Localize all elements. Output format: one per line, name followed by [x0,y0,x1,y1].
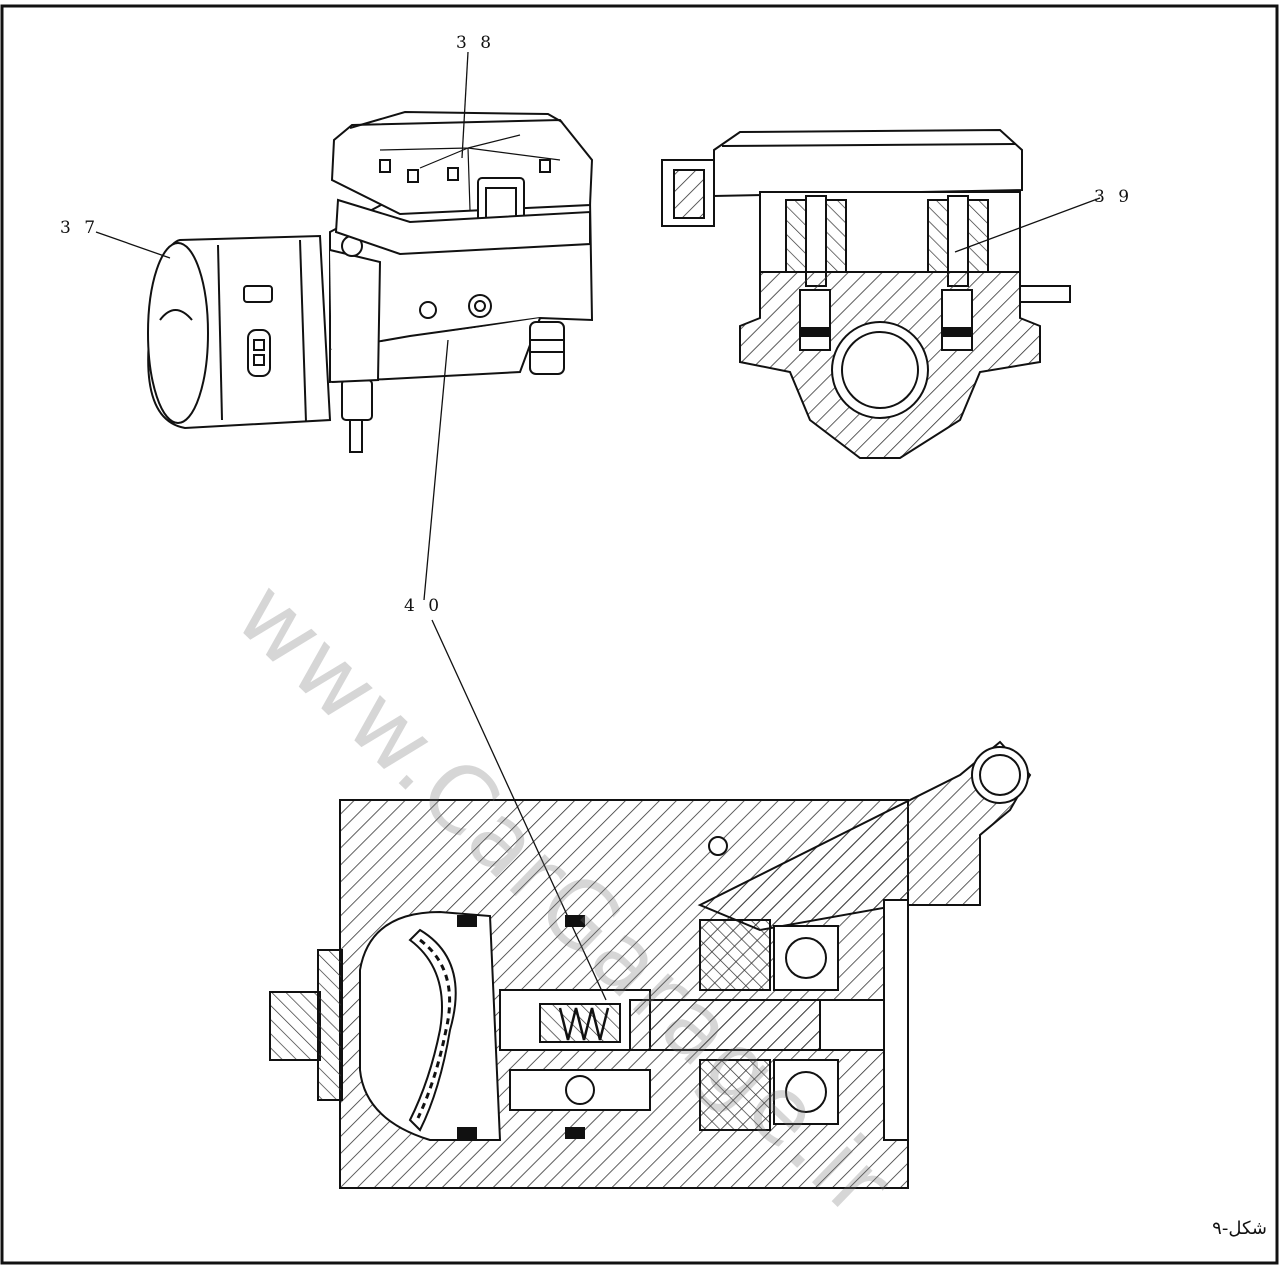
spring [558,1007,610,1041]
valve-block-section [661,128,1071,459]
pressure-regulator-section [269,740,1032,1189]
leader-39 [954,197,1101,253]
callout-37: 3 7 [60,218,100,238]
leader-37 [95,231,171,259]
abs-unit-exterior [147,110,594,453]
leader-lines [95,51,1101,1001]
diaphragm [408,928,457,1132]
bearing-bottom [773,1059,839,1125]
figure-caption: شکل-۹ [1212,1218,1267,1239]
ecu-section-cover [713,128,1023,198]
outlet-fitting [529,321,565,375]
page-border [0,4,1279,1265]
motor-plug [247,329,271,377]
leader-40-upper [423,339,449,601]
diaphragm-chamber [359,910,502,1141]
motor-connector [243,285,273,303]
cup-seal [699,919,771,991]
ecu-cover [330,118,594,216]
motor-end-cap [147,242,209,424]
callout-40: 4 0 [404,596,444,616]
callout-38: 3 8 [456,33,496,53]
plunger [629,999,831,1051]
callout-39: 3 9 [1094,187,1134,207]
port-hole-1 [419,301,437,319]
leader-38 [461,51,469,159]
leader-40-lower [431,619,607,1001]
